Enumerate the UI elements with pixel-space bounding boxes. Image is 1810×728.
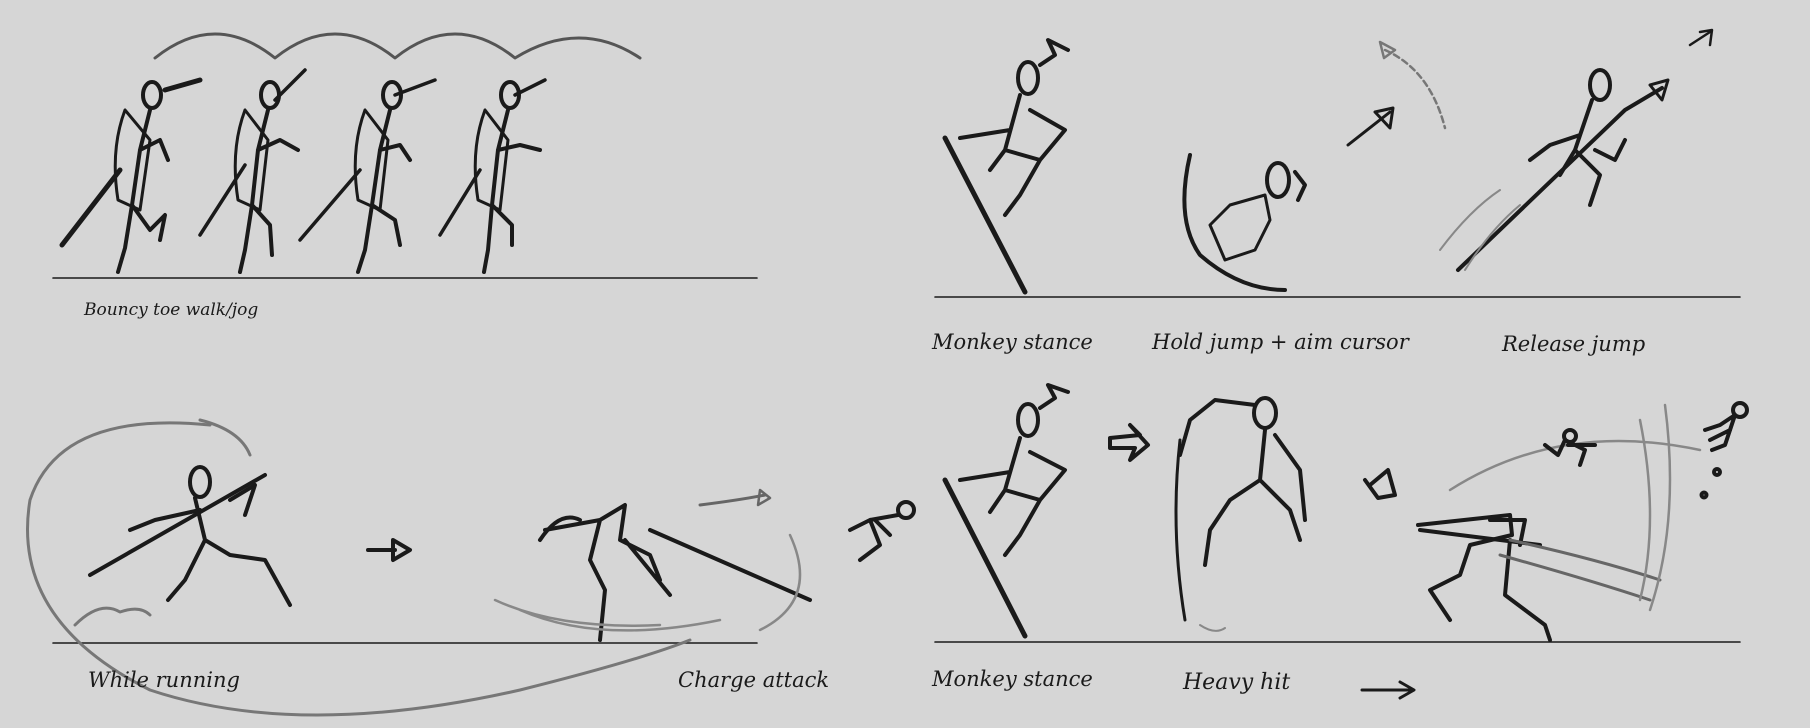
- heavy-hit-impact-figure: [1416, 403, 1702, 642]
- running-swirl: [26, 418, 692, 717]
- heavy-hit-direction-arrow-icon: [1360, 680, 1416, 700]
- caption-heavy-hit: Heavy hit: [1183, 670, 1291, 695]
- caption-walk: Bouncy toe walk/jog: [84, 300, 259, 320]
- monkey-stance-top-figure: [942, 38, 1070, 295]
- caption-while-running: While running: [88, 668, 240, 692]
- knocked-enemy-2-figure: [1699, 401, 1749, 500]
- aim-arrow-icon: [1346, 40, 1447, 147]
- mini-runner-figure: [848, 500, 916, 562]
- monkey-stance-bottom-figure: [942, 383, 1070, 639]
- while-running-figure: [88, 465, 292, 607]
- walk-figure-4: [438, 78, 547, 274]
- run-to-charge-arrow-icon: [366, 538, 412, 562]
- hit-arrow-icon: [1363, 468, 1397, 500]
- charge-attack-figure: [493, 488, 812, 642]
- caption-monkey-stance-bottom: Monkey stance: [932, 667, 1093, 691]
- stance-to-hit-arrow-icon: [1108, 423, 1150, 462]
- hold-jump-figure: [1182, 153, 1307, 292]
- walk-figure-2: [198, 68, 307, 274]
- release-jump-figure: [1439, 28, 1714, 272]
- walk-figure-1: [59, 77, 203, 274]
- walk-figure-3: [298, 78, 437, 274]
- caption-release-jump: Release jump: [1502, 332, 1646, 356]
- knocked-enemy-1-figure: [1543, 428, 1597, 467]
- walk-bounce-arcs: [153, 32, 642, 60]
- caption-charge-attack: Charge attack: [678, 668, 830, 692]
- caption-hold-jump: Hold jump + aim cursor: [1152, 330, 1409, 354]
- caption-monkey-stance-top: Monkey stance: [932, 330, 1093, 354]
- heavy-hit-figure: [1174, 396, 1307, 632]
